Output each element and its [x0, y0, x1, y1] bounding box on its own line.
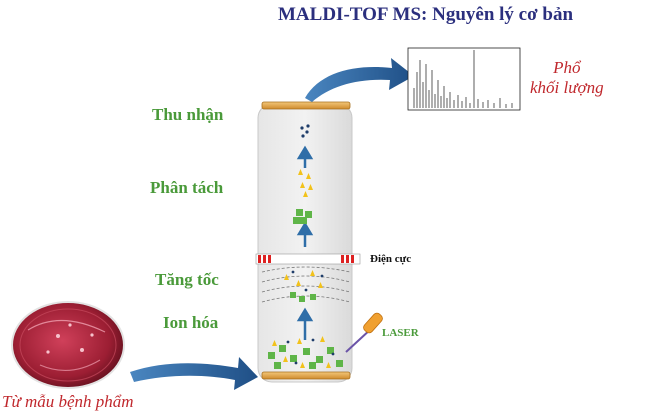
sample-source-label: Từ mẫu bệnh phẩm [2, 392, 134, 411]
laser-icon [345, 312, 383, 353]
from-sample-arrow [130, 357, 258, 390]
page-title: MALDI-TOF MS: Nguyên lý cơ bản [278, 4, 574, 25]
laser-label: LASER [382, 327, 419, 339]
detector-plate [261, 101, 351, 110]
mass-spectrum-label-line1: Phổ [553, 58, 581, 77]
stage-label-ionize: Ion hóa [163, 313, 219, 332]
accelerating-ions [284, 270, 324, 302]
stage-label-detect: Thu nhận [152, 105, 224, 124]
sample-dish-icon [11, 301, 125, 389]
ionization-cloud [268, 336, 343, 369]
ion-flight-arrows [296, 145, 314, 340]
mass-spectrum-label-line2: khối lượng [530, 78, 604, 97]
to-spectrum-arrow [305, 58, 414, 102]
separated-ions [293, 124, 313, 224]
electrode-label: Điện cực [370, 253, 412, 265]
electrode-grid [255, 253, 361, 265]
mass-spectrum-label: Phổ khối lượng [530, 58, 604, 98]
sample-plate [261, 371, 351, 380]
stage-label-accelerate: Tăng tốc [155, 270, 219, 289]
mass-spectrum-plot [407, 47, 521, 111]
stage-label-separate: Phân tách [150, 178, 224, 197]
